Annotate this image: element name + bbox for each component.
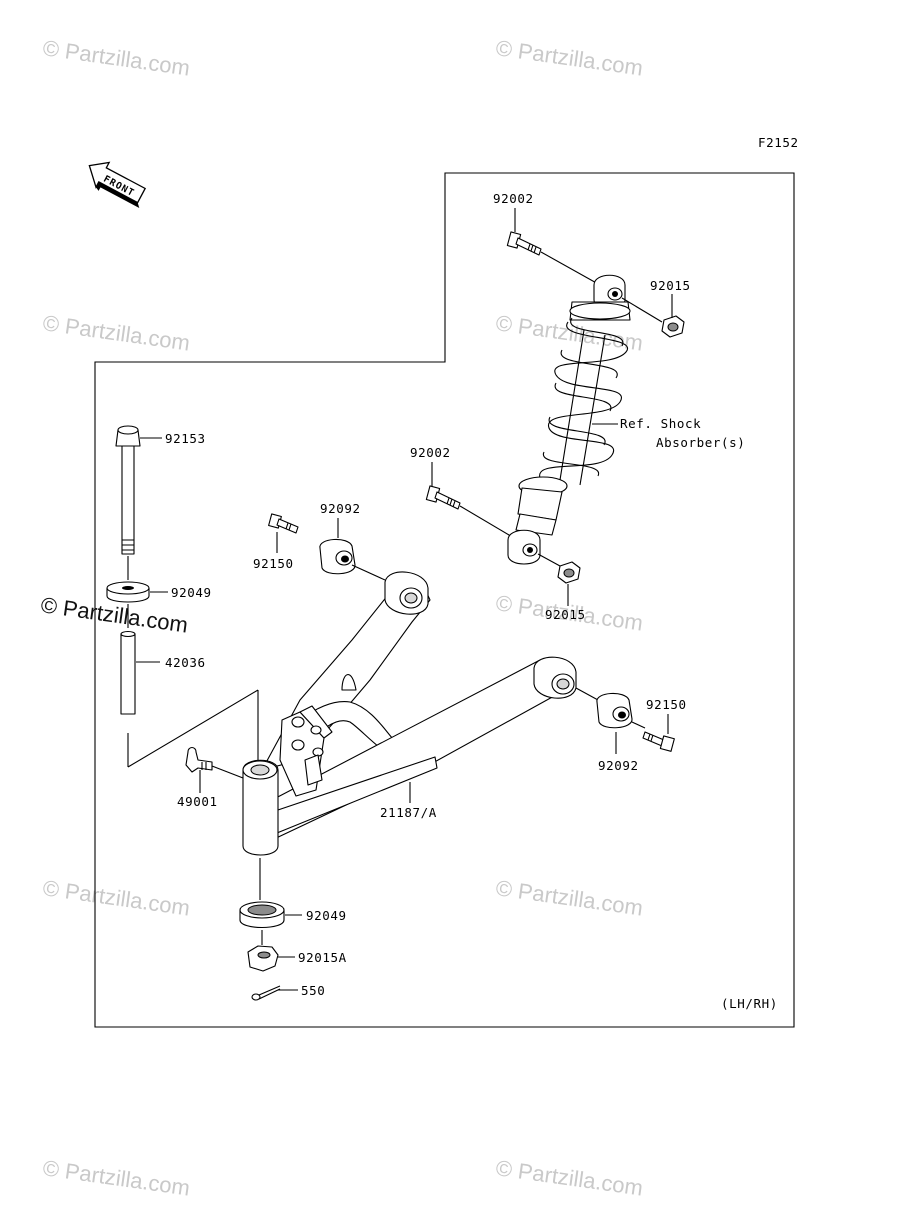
label-collar-long: 42036 — [165, 655, 206, 670]
bolt-right — [642, 731, 675, 752]
pivot-bolt — [115, 425, 141, 555]
cotter-pin — [251, 985, 281, 1001]
label-cotter-pin: 550 — [301, 983, 325, 998]
nut-mid — [557, 561, 581, 584]
bolt-top — [506, 231, 542, 256]
watermark: © Partzilla.com — [41, 875, 191, 920]
label-nut-bottom: 92015A — [298, 950, 347, 965]
watermark: © Partzilla.com — [494, 875, 644, 920]
label-bolt-mid: 92002 — [410, 445, 451, 460]
watermark: © Partzilla.com — [494, 1155, 644, 1200]
label-nut-top: 92015 — [650, 278, 691, 293]
label-arm: 21187/A — [380, 805, 437, 820]
label-nut-mid: 92015 — [545, 607, 586, 622]
watermark: © Partzilla.com — [41, 1155, 191, 1200]
label-grease-fitting: 49001 — [177, 794, 218, 809]
label-bolt-top: 92002 — [493, 191, 534, 206]
watermark: © Partzilla.com — [41, 35, 191, 80]
collar-long — [120, 630, 136, 715]
label-bolt-left: 92150 — [253, 556, 294, 571]
watermark: © Partzilla.com — [494, 35, 644, 80]
label-seal-bottom: 92049 — [306, 908, 347, 923]
bushing-left — [319, 538, 356, 575]
a-arm — [242, 571, 577, 856]
washer-top — [106, 581, 150, 603]
seal-bottom — [239, 901, 285, 929]
bushing-right — [596, 692, 633, 729]
shock-spring — [515, 301, 631, 536]
shock-bottom-eye — [507, 529, 541, 565]
nut-bottom — [247, 945, 279, 972]
label-bolt-right: 92150 — [646, 697, 687, 712]
nut-top — [661, 315, 685, 338]
shock-top-eye — [593, 274, 626, 310]
label-shock-ref-2: Absorber(s) — [656, 435, 745, 450]
label-bushing-left: 92092 — [320, 501, 361, 516]
label-pivot-bolt: 92153 — [165, 431, 206, 446]
front-arrow-icon: FRONT — [88, 161, 147, 209]
bolt-mid — [425, 485, 461, 510]
watermark: © Partzilla.com — [41, 310, 191, 355]
grease-fitting — [185, 746, 213, 773]
label-washer-top: 92049 — [171, 585, 212, 600]
label-bushing-right: 92092 — [598, 758, 639, 773]
diagram-frame — [94, 172, 795, 1028]
bolt-left — [268, 513, 299, 534]
shock-absorber — [425, 231, 685, 584]
label-shock-ref-1: Ref. Shock — [620, 416, 701, 431]
figure-code: F2152 — [758, 135, 799, 150]
variant-note: (LH/RH) — [721, 996, 778, 1011]
